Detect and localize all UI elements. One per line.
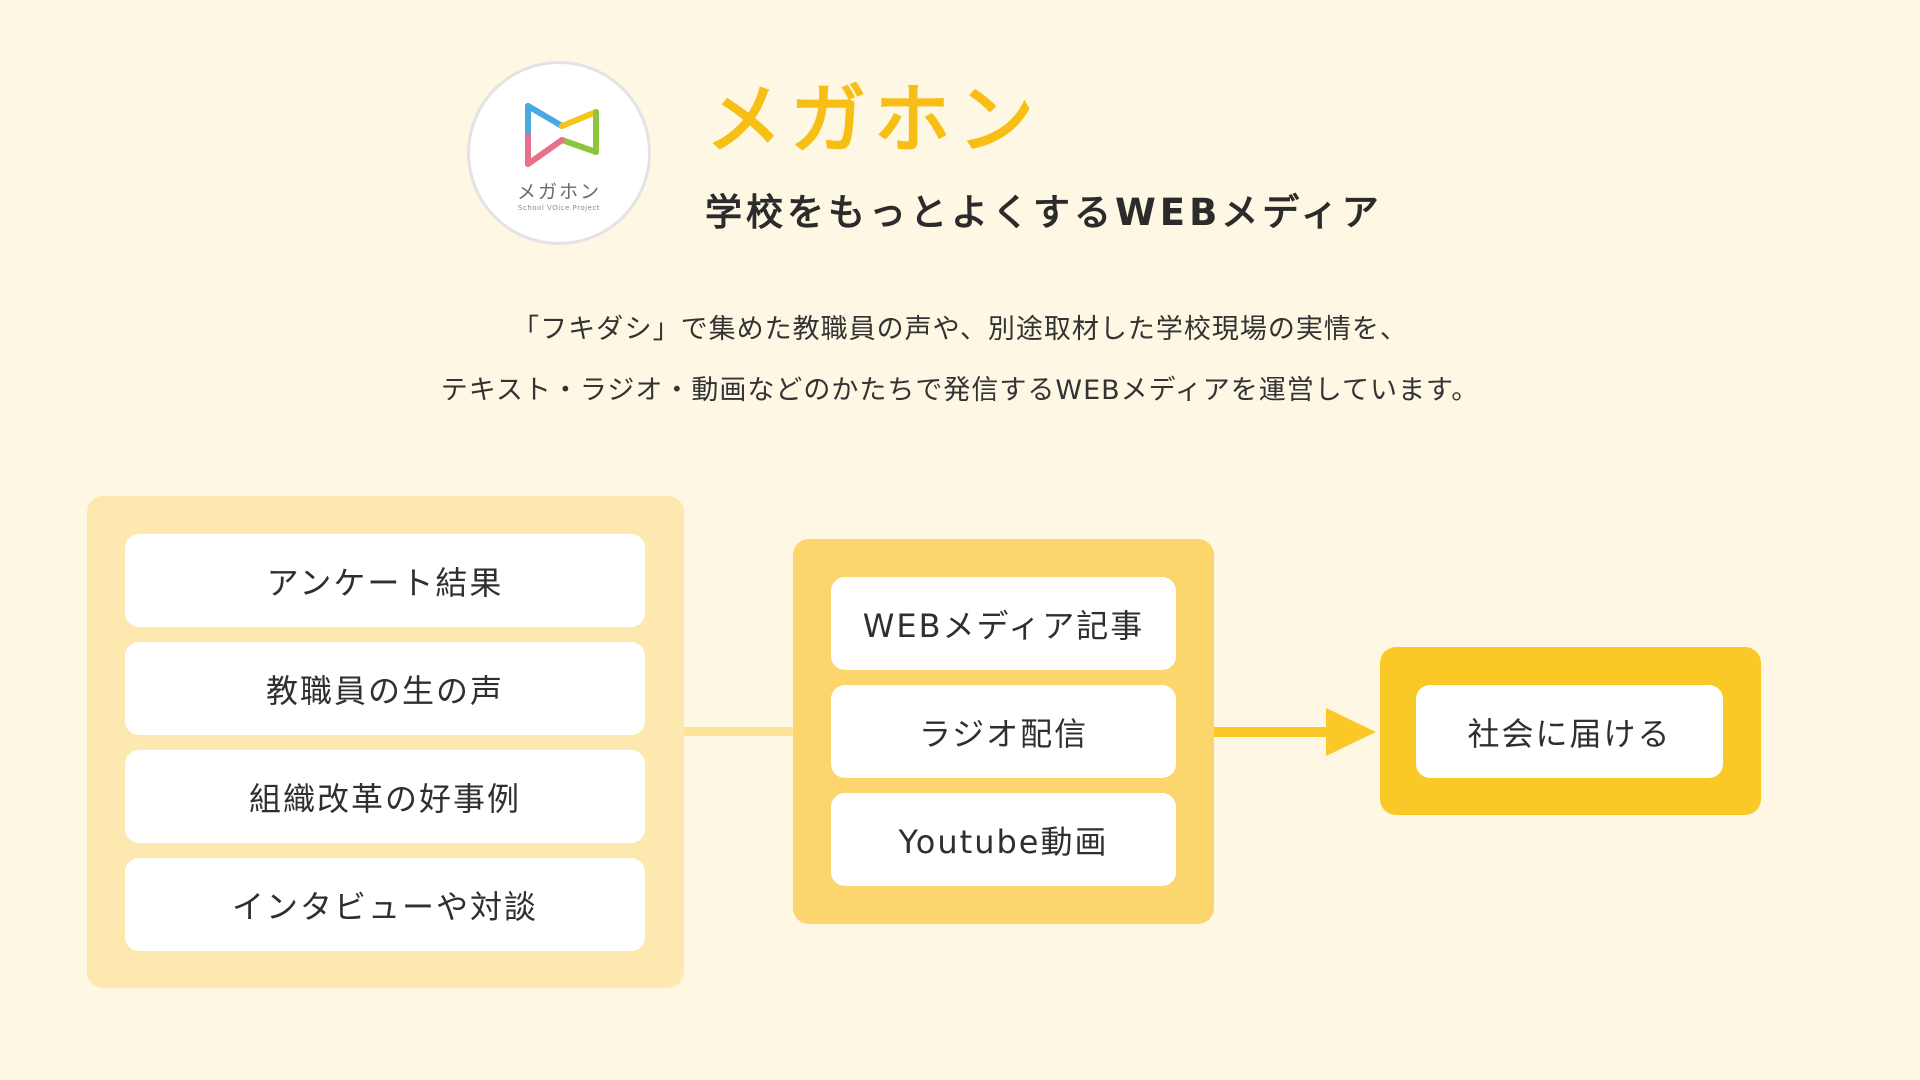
arrow-right-icon (1214, 708, 1376, 756)
source-item-survey: アンケート結果 (125, 534, 645, 627)
media-item-radio: ラジオ配信 (831, 685, 1176, 778)
description-line-2: テキスト・ラジオ・動画などのかたちで発信するWEBメディアを運営しています。 (440, 375, 1480, 406)
media-panel: WEBメディア記事 ラジオ配信 Youtube動画 (793, 539, 1214, 924)
logo-wordmark: メガホン (516, 181, 601, 203)
description-line-1: 「フキダシ」で集めた教職員の声や、別途取材した学校現場の実情を、 (512, 314, 1408, 345)
media-item-web-article: WEBメディア記事 (831, 577, 1176, 670)
source-item-reform-cases: 組織改革の好事例 (125, 750, 645, 843)
megaphone-logo-icon (525, 103, 599, 167)
tagline: 学校をもっとよくするWEBメディア (705, 191, 1383, 234)
media-item-youtube: Youtube動画 (831, 793, 1176, 886)
connector-line (684, 727, 793, 736)
destination-panel: 社会に届ける (1380, 647, 1761, 815)
source-item-interviews: インタビューや対談 (125, 858, 645, 951)
logo-subtitle: School VOice Project (518, 204, 600, 212)
brand-title: メガホン (706, 75, 1042, 164)
destination-item-society: 社会に届ける (1416, 685, 1723, 778)
source-item-teacher-voices: 教職員の生の声 (125, 642, 645, 735)
logo: メガホン School VOice Project (467, 61, 651, 245)
sources-panel: アンケート結果 教職員の生の声 組織改革の好事例 インタビューや対談 (87, 496, 684, 988)
